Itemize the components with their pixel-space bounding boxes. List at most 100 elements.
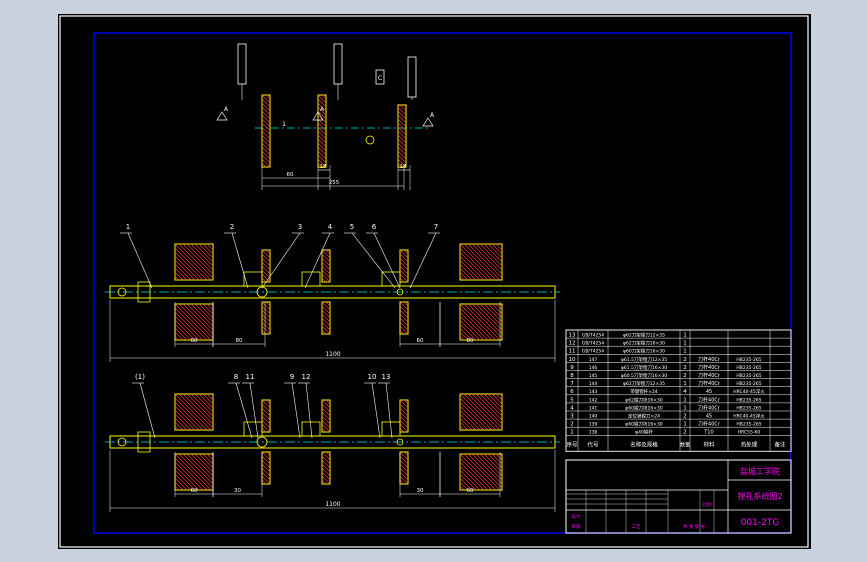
hatch-line (459, 485, 465, 491)
workpiece-wall-lower-3 (399, 451, 409, 485)
hatch-line (317, 158, 327, 168)
bom-cell-name: φ62镗刀块16×30 (625, 396, 663, 403)
hatch-line (261, 467, 271, 477)
bom-cell-name: 定位销镗刀×24 (628, 413, 660, 420)
bom-cell-no: 2 (570, 422, 574, 428)
hatch-line (321, 399, 331, 409)
segment-dim-3: 60 (417, 338, 424, 344)
hatch-line (321, 301, 331, 311)
hatch-line (459, 405, 485, 431)
hatch-line (483, 393, 503, 413)
part-balloon-13: 13 (382, 373, 391, 381)
hatch-line (459, 303, 497, 341)
bom-cell-qty: 2 (683, 414, 687, 420)
hatch-line (487, 243, 503, 259)
hatch-line (317, 130, 327, 140)
hatch-line (317, 162, 323, 168)
hatch-line (321, 329, 327, 335)
hatch-line (265, 249, 271, 255)
bar-end-hole (117, 437, 127, 447)
hatch-line (471, 243, 503, 275)
hatch-line (479, 303, 503, 327)
hatch-line (321, 423, 331, 433)
hatch-line (261, 471, 271, 481)
hatch-line (174, 275, 180, 281)
top-bushing-3 (397, 104, 407, 168)
hatch-line (479, 243, 503, 267)
hatch-line (174, 453, 212, 491)
hatch-line (261, 261, 271, 271)
bom-cell-no: 11 (569, 349, 576, 355)
hatch-line (174, 485, 180, 491)
hatch-line (397, 150, 407, 160)
tolerance-letter: C (378, 75, 382, 82)
hatch-line (399, 301, 409, 311)
part-balloon-7: 7 (434, 223, 438, 231)
pin-hole-left (256, 286, 268, 298)
hatch-line (399, 399, 409, 409)
hatch-line (499, 303, 503, 307)
balloon-leader (231, 232, 249, 289)
hatch-line (174, 413, 192, 431)
cutter-block-3 (381, 421, 401, 437)
bom-cell-name: φ60镗刀块16×30 (625, 421, 663, 428)
hatch-line (321, 455, 331, 465)
hatch-line (261, 411, 271, 421)
bom-cell-code: 146 (589, 365, 598, 371)
hatch-line (487, 453, 503, 469)
part-balloon-1: 1 (126, 223, 130, 231)
sheet-frame (59, 15, 809, 548)
bom-cell-code: 140 (589, 414, 598, 420)
hatch-line (174, 247, 208, 281)
hatch-line (317, 102, 327, 112)
hatch-line (397, 118, 407, 128)
bom-cell-code: 139 (589, 422, 598, 428)
balloon-leader (385, 382, 393, 439)
hatch-line (459, 307, 493, 341)
hatch-line (261, 317, 271, 327)
hatch-line (261, 463, 271, 473)
hatch-line (321, 253, 331, 263)
bom-cell-material: 刀杆40Cr (698, 421, 721, 428)
fixture-left-upper (174, 393, 214, 431)
pin-hole-left (256, 436, 268, 448)
hatch-line (459, 425, 465, 431)
hatch-line (261, 110, 271, 120)
hatch-line (397, 126, 407, 136)
hatch-line (321, 467, 331, 477)
segment-dim-4: 60 (467, 488, 474, 494)
bom-cell-heat: HB235-265 (736, 373, 761, 379)
bom-cell-qty: 2 (683, 365, 687, 371)
hatch-line (317, 106, 327, 116)
bom-cell-code: 147 (589, 357, 598, 363)
hatch-line (459, 243, 497, 281)
hatch-line (202, 453, 214, 465)
top-bushing-1 (261, 94, 271, 168)
hatch-line (459, 323, 477, 341)
bom-cell-qty: 1 (683, 341, 687, 347)
hatch-line (261, 130, 271, 140)
bom-cell-code: 142 (589, 397, 598, 403)
bom-cell-no: 3 (570, 414, 574, 420)
hatch-line (321, 415, 331, 425)
total-length-dim: 1100 (325, 351, 340, 358)
hatch-line (194, 453, 214, 473)
hatch-line (321, 261, 331, 271)
hatch-line (397, 106, 407, 116)
hatch-line (487, 303, 503, 319)
hatch-line (459, 397, 493, 431)
hatch-line (467, 393, 503, 429)
hatch-line (397, 110, 407, 120)
hatch-line (463, 393, 501, 431)
hatch-line (186, 303, 214, 331)
hatch-line (321, 321, 331, 331)
hatch-line (261, 150, 271, 160)
drawing-border (93, 32, 792, 534)
bom-cell-qty: 2 (683, 357, 687, 363)
hatch-line (210, 453, 214, 457)
balloon-leader (305, 382, 313, 439)
hatch-line (174, 405, 200, 431)
